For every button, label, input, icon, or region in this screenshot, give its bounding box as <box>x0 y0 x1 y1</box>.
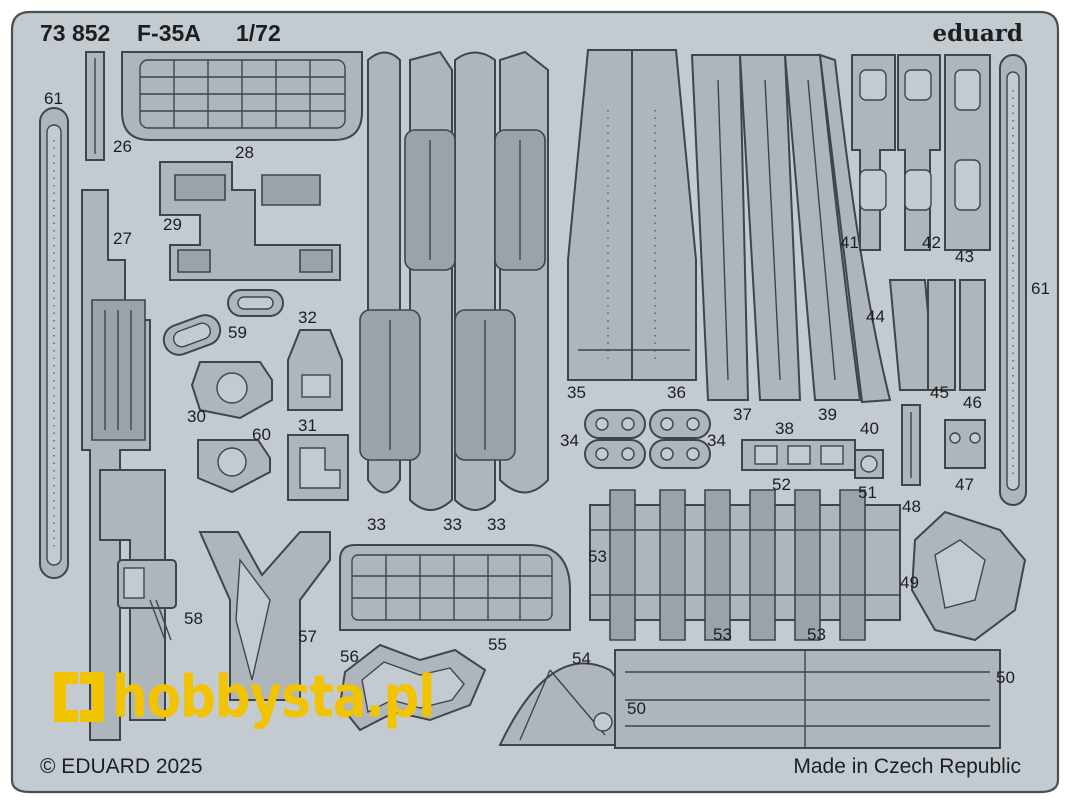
label-41: 41 <box>840 233 859 252</box>
part-29 <box>159 161 341 281</box>
label-33-b: 33 <box>443 515 462 534</box>
part-52 <box>741 439 856 471</box>
label-34-right: 34 <box>707 431 726 450</box>
part-55 <box>339 544 571 631</box>
label-39: 39 <box>818 405 837 424</box>
label-26: 26 <box>113 137 132 156</box>
label-37: 37 <box>733 405 752 424</box>
part-32 <box>287 329 343 411</box>
part-30 <box>190 361 273 420</box>
model-name: F-35A <box>137 20 201 46</box>
label-54: 54 <box>572 649 591 668</box>
part-50-group <box>614 649 1001 749</box>
part-53-group <box>589 489 901 641</box>
label-53-c: 53 <box>807 625 826 644</box>
label-49: 49 <box>900 573 919 592</box>
part-54 <box>498 662 632 746</box>
label-33-a: 33 <box>367 515 386 534</box>
part-56 <box>338 643 487 732</box>
label-59: 59 <box>228 323 247 342</box>
part-34-right <box>649 409 711 469</box>
part-28 <box>121 51 363 141</box>
label-38: 38 <box>775 419 794 438</box>
label-28: 28 <box>235 143 254 162</box>
label-45: 45 <box>930 383 949 402</box>
label-58: 58 <box>184 609 203 628</box>
label-48: 48 <box>902 497 921 516</box>
part-31 <box>287 434 349 501</box>
part-35-36 <box>567 49 697 381</box>
part-59 <box>162 289 284 356</box>
label-29: 29 <box>163 215 182 234</box>
part-60 <box>197 439 271 494</box>
label-61-right: 61 <box>1031 279 1050 298</box>
label-56: 56 <box>340 647 359 666</box>
label-43: 43 <box>955 247 974 266</box>
part-49 <box>910 510 1027 642</box>
watermark-text: hobbysta.pl <box>112 663 435 731</box>
part-34-left <box>584 409 646 469</box>
label-46: 46 <box>963 393 982 412</box>
part-61-right <box>999 54 1027 506</box>
label-51: 51 <box>858 483 877 502</box>
part-26 <box>85 51 105 161</box>
part-61-left <box>39 107 69 579</box>
label-57: 57 <box>298 627 317 646</box>
product-code: 73 852 <box>40 20 111 46</box>
label-44: 44 <box>866 307 885 326</box>
part-37-40 <box>690 53 892 404</box>
label-53-b: 53 <box>713 625 732 644</box>
part-48 <box>901 404 921 486</box>
watermark: hobbysta.pl <box>50 663 435 731</box>
label-34-left: 34 <box>560 431 579 450</box>
part-57 <box>198 531 331 701</box>
label-33-c: 33 <box>487 515 506 534</box>
label-61-left: 61 <box>44 89 63 108</box>
label-40: 40 <box>860 419 879 438</box>
part-58 <box>117 559 177 641</box>
part-33-group <box>359 50 549 511</box>
label-30: 30 <box>187 407 206 426</box>
label-52: 52 <box>772 475 791 494</box>
label-35: 35 <box>567 383 586 402</box>
label-32: 32 <box>298 308 317 327</box>
copyright-text: © EDUARD 2025 <box>40 755 203 778</box>
part-47 <box>944 419 986 469</box>
part-51 <box>854 449 884 479</box>
brand-logo: eduard <box>932 20 1023 47</box>
label-42: 42 <box>922 233 941 252</box>
label-31: 31 <box>298 416 317 435</box>
scale-label: 1/72 <box>236 20 281 46</box>
label-47: 47 <box>955 475 974 494</box>
label-55: 55 <box>488 635 507 654</box>
label-50-a: 50 <box>627 699 646 718</box>
part-44-46 <box>888 279 986 391</box>
label-60: 60 <box>252 425 271 444</box>
label-36: 36 <box>667 383 686 402</box>
part-41-43 <box>851 54 991 251</box>
origin-text: Made in Czech Republic <box>793 755 1021 778</box>
label-53-a: 53 <box>588 547 607 566</box>
label-50-b: 50 <box>996 668 1015 687</box>
label-27: 27 <box>113 229 132 248</box>
hobbysta-logo-icon <box>50 668 108 726</box>
